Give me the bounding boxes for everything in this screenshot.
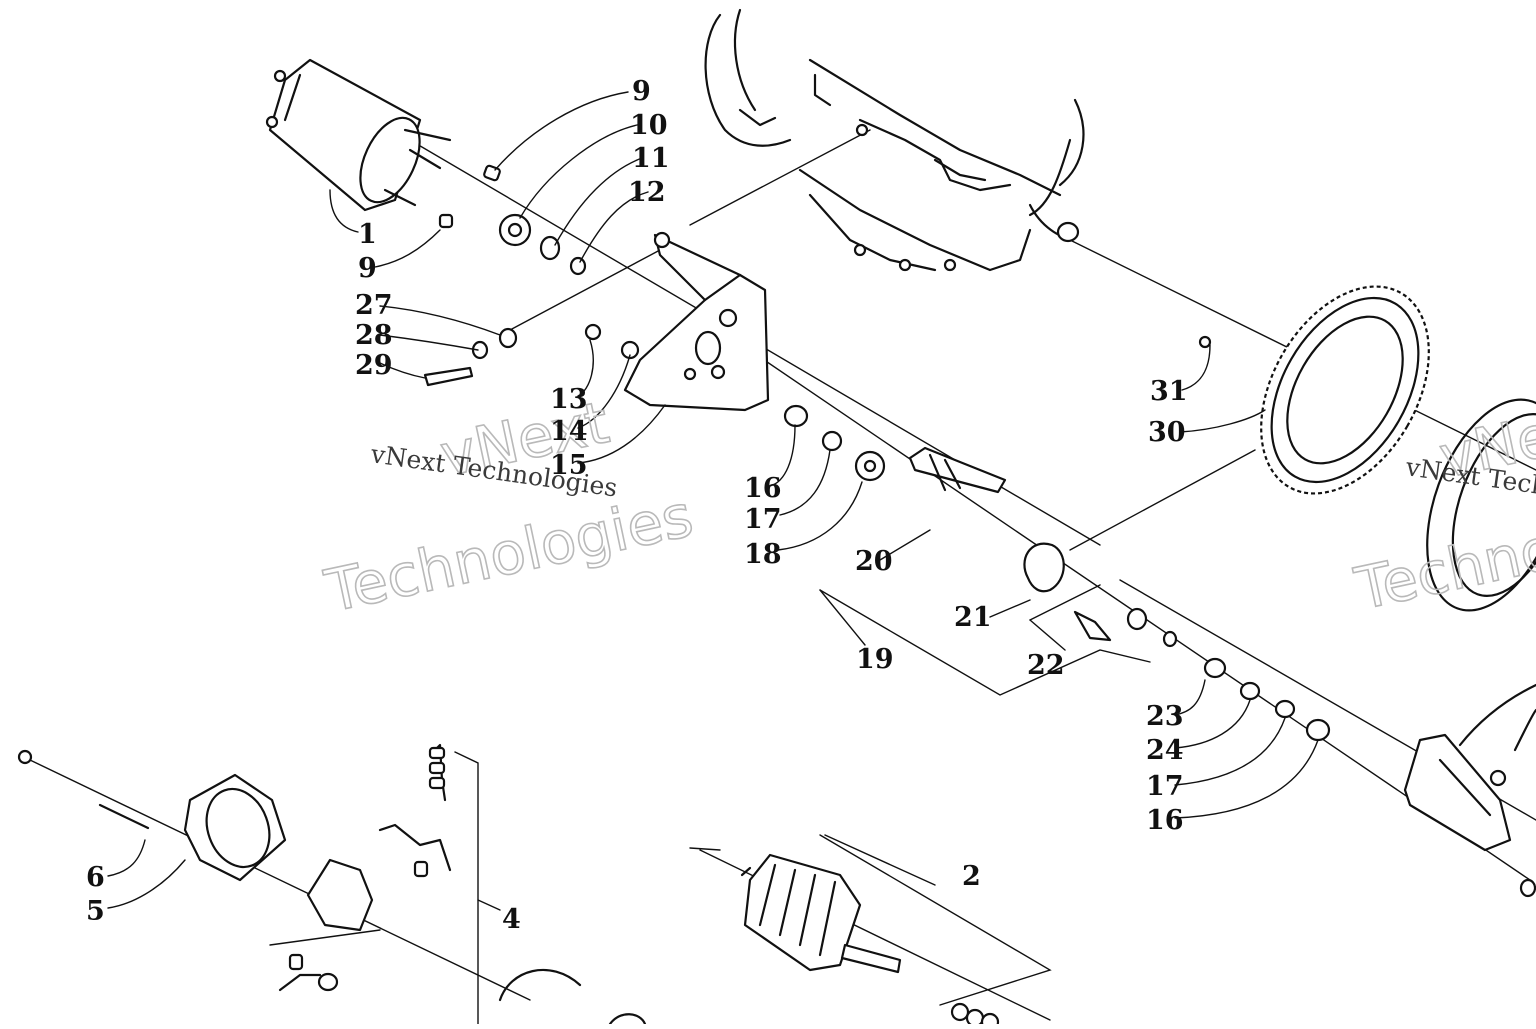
ring-gear	[1260, 285, 1430, 495]
flywheel-drum	[1426, 398, 1536, 612]
callout-30: 30	[1148, 417, 1186, 448]
callout-24: 24	[1146, 735, 1184, 766]
callout-9-bottom: 9	[358, 253, 377, 284]
callout-5: 5	[86, 896, 105, 927]
starter-hardware	[423, 164, 640, 387]
callout-12: 12	[628, 177, 666, 208]
drive-housing	[1403, 683, 1536, 898]
callout-2: 2	[962, 861, 981, 892]
callout-17-upper: 17	[744, 504, 782, 535]
mounting-bracket	[623, 231, 770, 412]
leader-lines	[107, 91, 1319, 1025]
callout-28: 28	[355, 320, 393, 351]
starter-motor	[265, 58, 452, 212]
callout-31: 31	[1150, 376, 1188, 407]
callout-22: 22	[1027, 650, 1065, 681]
motor-internals	[17, 743, 647, 1026]
callout-13: 13	[550, 384, 588, 415]
callout-1: 1	[358, 219, 377, 250]
callout-29: 29	[355, 350, 393, 381]
callout-9-top: 9	[632, 76, 651, 107]
callout-4: 4	[502, 904, 521, 935]
watermark-line2-right: Technologies	[1349, 479, 1536, 623]
drive-parts	[783, 335, 1331, 742]
callout-27: 27	[355, 290, 393, 321]
callout-labels: 1 9 10 11 12 9 27 28 29 13 14 15 16 17 1…	[86, 76, 1188, 935]
callout-15: 15	[550, 450, 588, 481]
watermark-line2: Technologies	[319, 481, 699, 625]
callout-17-lower: 17	[1146, 771, 1184, 802]
callout-20: 20	[855, 546, 893, 577]
callout-14: 14	[550, 416, 588, 447]
callout-10: 10	[630, 110, 668, 141]
callout-18: 18	[744, 539, 782, 570]
armature	[740, 853, 1000, 1029]
engine-block	[704, 8, 1085, 272]
callout-6: 6	[86, 862, 105, 893]
callout-16-lower: 16	[1146, 805, 1184, 836]
callout-16-upper: 16	[744, 473, 782, 504]
callout-11: 11	[632, 143, 670, 174]
callout-19: 19	[856, 644, 894, 675]
callout-21: 21	[954, 602, 992, 633]
callout-23: 23	[1146, 701, 1184, 732]
